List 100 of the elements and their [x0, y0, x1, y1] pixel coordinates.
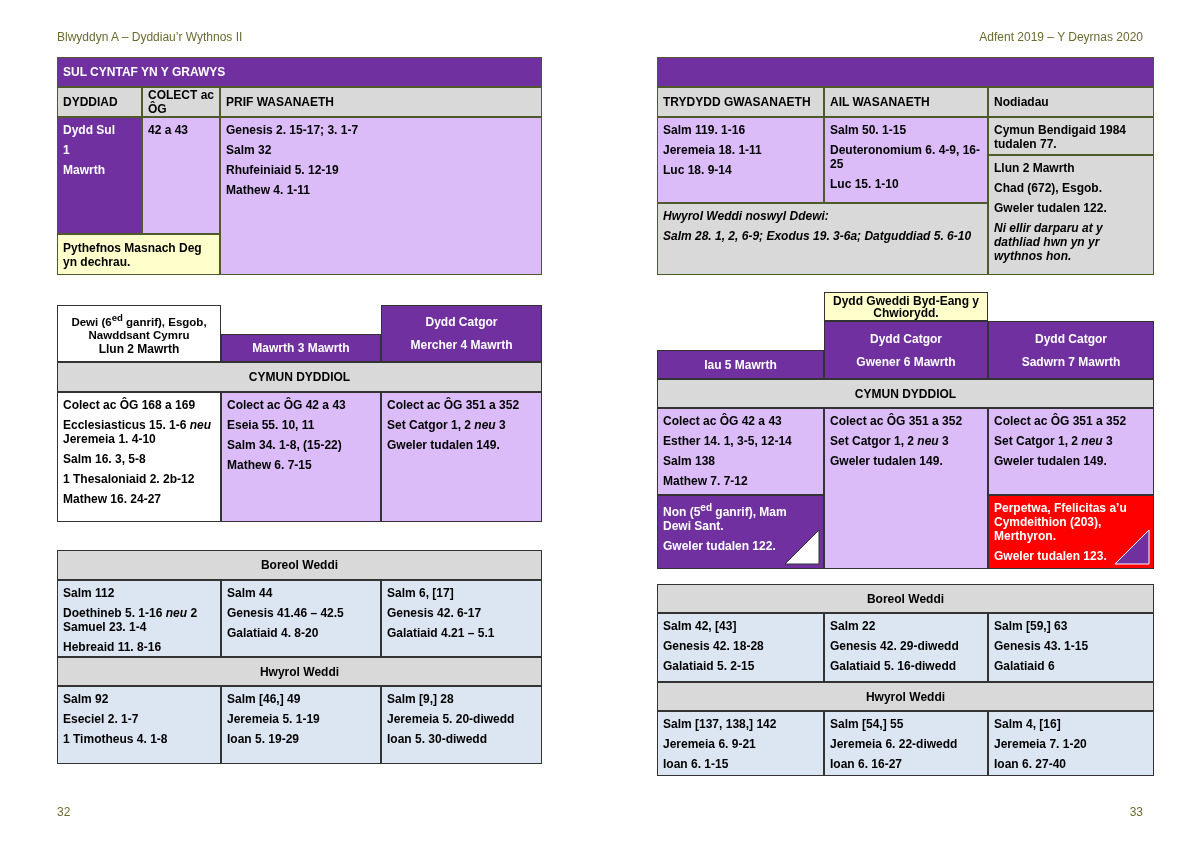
reading-text: Rhufeiniaid 5. 12-19	[226, 163, 340, 177]
section-heading: CYMUN DYDDIOL	[247, 370, 352, 384]
table-cell	[220, 117, 542, 275]
table-cell	[221, 580, 381, 657]
reading-text: Salm 119. 1-16	[663, 123, 747, 137]
reading-text: Genesis 42. 18-28	[663, 639, 765, 653]
reading-text: Colect ac ÔG 168 a 169	[63, 398, 197, 412]
reading-text: Gweler tudalen 149.	[387, 438, 501, 452]
note-text: Gweler tudalen 122.	[663, 539, 777, 553]
table-cell	[221, 686, 381, 764]
table-cell	[657, 350, 824, 379]
reading-text: Hebreaid 11. 8-16	[63, 640, 163, 654]
day-heading: Dydd Catgor	[424, 315, 499, 330]
day-heading: Iau 5 Mawrth	[703, 357, 778, 372]
reading-text: Salm [137, 138,] 142	[663, 717, 778, 731]
day-heading: Dydd Catgor	[869, 331, 943, 346]
table-cell	[57, 550, 542, 580]
reading-text: Genesis 42. 6-17	[387, 606, 483, 620]
reading-text: Mathew 7. 7-12	[663, 474, 749, 488]
reading-text: Salm 138	[663, 454, 717, 468]
reading-text: Genesis 43. 1-15	[994, 639, 1090, 653]
table-cell	[824, 711, 988, 776]
reading-text: 1 Thesaloniaid 2. 2b-12	[63, 472, 196, 486]
reading-text: Salm 34. 1-8, (15-22)	[227, 438, 343, 452]
reading-text: Salm 50. 1-15	[830, 123, 908, 137]
header-band	[657, 57, 1154, 87]
table-cell	[220, 87, 542, 117]
reading-text: Eseia 55. 10, 11	[227, 418, 316, 432]
table-cell	[57, 686, 221, 764]
reading-text: Galatiaid 4. 8-20	[227, 626, 320, 640]
reading-text: Galatiaid 6	[994, 659, 1056, 673]
reading-text: Salm 16. 3, 5-8	[63, 452, 147, 466]
column-header: PRIF WASANAETH	[226, 95, 335, 109]
reading-text: Set Catgor 1, 2 neu 3	[830, 434, 950, 448]
column-header: DYDDIAD	[63, 95, 119, 109]
reading-text: Jeremeia 7. 1-20	[994, 737, 1088, 751]
reading-text: 1 Timotheus 4. 1-8	[63, 732, 169, 746]
table-cell	[657, 584, 1154, 613]
reading-text: Galatiaid 4.21 – 5.1	[387, 626, 496, 640]
reading-text: Ecclesiasticus 15. 1-6 neu Jeremeia 1. 4-10	[63, 418, 213, 446]
table-cell	[657, 408, 824, 495]
page-header: Adfent 2019 – Y Deyrnas 2020	[979, 30, 1143, 44]
reading-text: Jeremeia 5. 1-19	[227, 712, 321, 726]
table-cell	[57, 362, 542, 392]
reading-text: Ioan 5. 30-diwedd	[387, 732, 489, 746]
reading-text: Esther 14. 1, 3-5, 12-14	[663, 434, 793, 448]
table-cell	[142, 117, 220, 234]
reading-text: Gweler tudalen 149.	[830, 454, 944, 468]
reading-text: Mathew 6. 7-15	[227, 458, 313, 472]
table-cell	[824, 408, 988, 569]
section-heading: CYMUN DYDDIOL	[853, 386, 958, 401]
table-cell	[221, 334, 381, 362]
reading-text: Luc 15. 1-10	[830, 177, 900, 191]
reading-text: Ioan 5. 19-29	[227, 732, 301, 746]
table-cell	[57, 392, 221, 522]
reading-text: Salm 92	[63, 692, 110, 706]
table-cell	[381, 305, 542, 362]
reading-text: Jeremeia 6. 9-21	[663, 737, 757, 751]
page-number: 33	[1129, 805, 1143, 819]
column-header: Nodiadau	[994, 95, 1050, 109]
day-heading: Llun 2 Mawrth	[97, 341, 181, 356]
table-cell	[824, 292, 988, 321]
page-number: 32	[57, 805, 71, 819]
collect-text: 42 a 43	[148, 123, 190, 137]
table-cell	[57, 87, 142, 117]
reading-text: Mathew 4. 1-11	[226, 183, 312, 197]
reading-text: Galatiaid 5. 2-15	[663, 659, 756, 673]
reading-text: Genesis 2. 15-17; 3. 1-7	[226, 123, 360, 137]
table-cell	[657, 682, 1154, 711]
reading-text: Deuteronomium 6. 4-9, 16-25	[830, 143, 982, 171]
reading-text: Gweler tudalen 149.	[994, 454, 1108, 468]
day-heading: Mercher 4 Mawrth	[409, 337, 514, 352]
table-cell	[824, 613, 988, 682]
reading-text: Colect ac ÔG 42 a 43	[663, 414, 783, 428]
note-text: Non (5$^{ed}$ ganrif), Mam Dewi Sant.	[663, 501, 788, 533]
reading-text: Salm 44	[227, 586, 274, 600]
reading-text: Salm 6, [17]	[387, 586, 455, 600]
table-title: SUL CYNTAF YN Y GRAWYS	[63, 65, 227, 79]
note-text: Dydd Gweddi Byd-Eang y Chwiorydd.	[832, 294, 980, 319]
reading-text: Ioan 6. 27-40	[994, 757, 1068, 771]
reading-text: Jeremeia 6. 22-diwedd	[830, 737, 959, 751]
reading-text: Colect ac ÔG 351 a 352	[830, 414, 964, 428]
reading-text: Salm [54,] 55	[830, 717, 905, 731]
reading-text: Colect ac ÔG 351 a 352	[994, 414, 1128, 428]
reading-text: Salm 22	[830, 619, 877, 633]
table-cell	[657, 117, 824, 203]
section-heading: Boreol Weddi	[865, 591, 946, 606]
reading-text: Set Catgor 1, 2 neu 3	[387, 418, 507, 432]
table-cell	[988, 613, 1154, 682]
day-heading: Sadwrn 7 Mawrth	[1020, 354, 1122, 369]
note-text: Perpetwa, Ffelicitas a’u Cymdeithion (203), Merthyron.	[994, 501, 1128, 543]
section-heading: Hwyrol Weddi	[258, 664, 341, 679]
table-cell	[142, 87, 220, 117]
note-text: Gweler tudalen 123.	[994, 549, 1108, 563]
reading-text: Salm [46,] 49	[227, 692, 302, 706]
table-cell	[824, 321, 988, 379]
table-cell	[657, 87, 824, 117]
date-text: 1	[63, 143, 71, 157]
table-cell	[988, 408, 1154, 495]
column-header: TRYDYDD GWASANAETH	[663, 95, 812, 109]
